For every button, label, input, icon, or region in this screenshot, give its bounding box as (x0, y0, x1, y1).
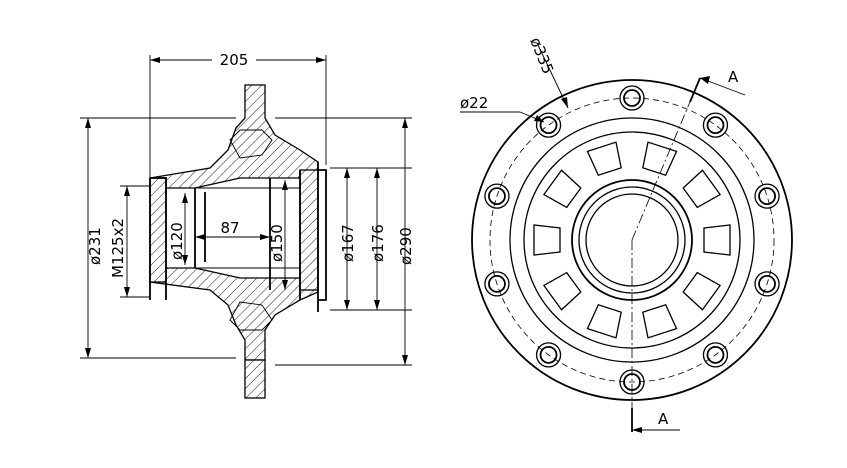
vent-slot (642, 303, 678, 339)
arrow-176-bottom (374, 300, 380, 310)
section-label-bottom: A (658, 410, 669, 428)
arrow-150-top (282, 180, 288, 190)
dim-label-290: ø290 (397, 227, 415, 265)
bolt-hole-inner (623, 89, 641, 107)
bolt-hole-outer (535, 342, 562, 368)
dim-label-120: ø120 (168, 222, 186, 260)
dim-label-167: ø167 (339, 224, 357, 262)
bolt-hole-outer (619, 85, 645, 111)
hub-flange-bottom (149, 267, 319, 361)
dim-label-231: ø231 (86, 227, 104, 265)
vent-slot-outline (533, 224, 561, 256)
arrow-231-bottom (85, 348, 91, 358)
hub-outline (149, 162, 327, 312)
vent-slot-outline (642, 303, 678, 339)
bore-wall-left (149, 177, 167, 283)
bolt-hole-inner (758, 274, 776, 293)
vent-slot (642, 141, 678, 177)
vent-slot (682, 169, 722, 209)
bolt-hole-inner (488, 274, 506, 293)
section-arrowhead-top (700, 76, 710, 84)
arrow-m125-top (124, 186, 130, 196)
vent-slot (703, 224, 731, 256)
side-section-view: 205 ø231 M125x2 ø120 87 ø150 ø167 (80, 50, 415, 399)
arrow-87-right (260, 234, 270, 240)
dim-label-22: ø22 (460, 94, 488, 112)
arrow-176-top (374, 168, 380, 178)
bolt-hole-outer (754, 271, 780, 297)
vent-slot-outline (542, 271, 582, 311)
bolt-hole-outer (484, 183, 510, 209)
vent-slot (533, 224, 561, 256)
bolt-hole-outer (535, 112, 562, 138)
bolt-hole-inner (758, 187, 776, 206)
leader-335 (537, 44, 569, 109)
vent-slot-outline (642, 141, 678, 177)
vent-slot-outline (682, 169, 722, 209)
section-mark-top (689, 77, 701, 103)
section-label-top: A (728, 68, 739, 86)
vent-slot-outline (682, 271, 722, 311)
section-arrowhead-bottom (632, 427, 642, 433)
arrow-m125-bottom (124, 287, 130, 297)
dim-label-205: 205 (220, 51, 249, 69)
vent-slots (533, 141, 731, 339)
arrow-150-bottom (282, 280, 288, 290)
dim-label-176: ø176 (369, 224, 387, 262)
vent-slot-outline (586, 141, 622, 177)
arrow-87-left (195, 234, 205, 240)
vent-slot (586, 141, 622, 177)
dim-label-335: ø335 (526, 35, 557, 77)
bolt-hole-inner (539, 345, 558, 364)
dim-205-bg (212, 50, 256, 66)
bolt-hole-outer (754, 183, 780, 209)
arrow-290-top (402, 118, 408, 128)
dim-label-150: ø150 (268, 224, 286, 262)
hub-bore-inner (578, 186, 686, 294)
arrow-22 (534, 115, 544, 122)
bolt-hole-inner (488, 187, 506, 206)
arrow-290-bottom (402, 355, 408, 365)
wheel-stud (244, 359, 266, 399)
vent-slot (586, 303, 622, 339)
vent-slot-outline (542, 169, 582, 209)
arrow-231-top (85, 118, 91, 128)
outer-flange-circle (471, 79, 793, 401)
bolt-holes (484, 85, 780, 395)
front-view: A A ø335 ø22 (460, 35, 793, 433)
inner-cavity (229, 129, 273, 159)
arrow-205-left (150, 57, 160, 63)
vent-slot (682, 271, 722, 311)
arrow-205-right (316, 57, 326, 63)
arrow-167-top (344, 168, 350, 178)
arrow-167-bottom (344, 300, 350, 310)
section-line-upper (631, 77, 701, 241)
dim-label-87: 87 (220, 219, 239, 237)
bolt-hole-outer (484, 271, 510, 297)
vent-slot (542, 169, 582, 209)
arrow-120-top (182, 193, 188, 203)
bore-wall-right (299, 169, 319, 291)
vent-slot-outline (703, 224, 731, 256)
arrow-335 (561, 97, 568, 108)
bolt-circle (489, 97, 775, 383)
inner-cavity-bottom (229, 301, 273, 331)
dim-label-m125: M125x2 (109, 218, 127, 278)
bolt-hole-outer (702, 112, 729, 138)
arrow-120-bottom (182, 255, 188, 265)
bolt-hole-inner (706, 345, 725, 364)
bolt-hole-outer (702, 342, 729, 368)
vent-slot (542, 271, 582, 311)
bolt-hole-inner (706, 116, 725, 135)
vent-slot-outline (586, 303, 622, 339)
bolt-hole-inner (539, 116, 558, 135)
